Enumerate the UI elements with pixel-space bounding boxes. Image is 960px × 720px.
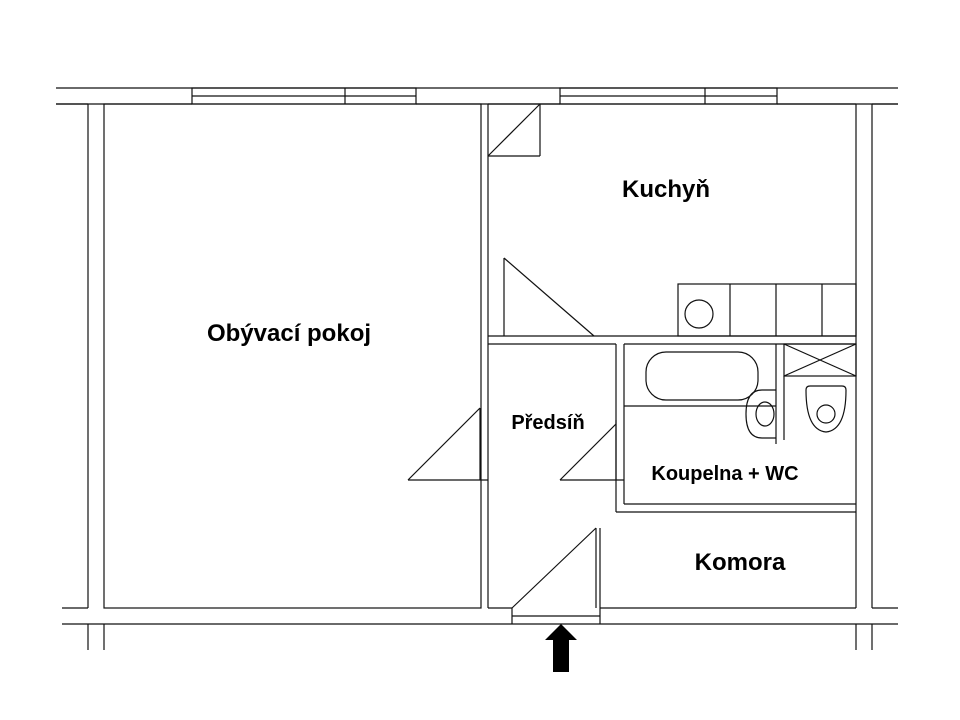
- label-bathroom: Koupelna + WC: [651, 463, 798, 485]
- entrance-arrow-icon: [545, 624, 577, 672]
- door-living-room: [407, 407, 488, 481]
- label-hallway: Předsíň: [511, 412, 584, 434]
- kitchen-counter: [677, 283, 857, 337]
- window-living-room: [191, 87, 417, 105]
- shower-box-icon: [783, 343, 857, 377]
- door-kitchen-corner: [487, 103, 541, 157]
- washbasin-icon: [745, 344, 777, 444]
- toilet-icon: [783, 376, 847, 440]
- label-kitchen: Kuchyň: [622, 176, 710, 203]
- door-bathroom: [559, 420, 624, 481]
- label-storage: Komora: [695, 549, 786, 576]
- living-room: [103, 103, 482, 609]
- window-kitchen: [559, 87, 778, 105]
- bathtub-icon: [645, 351, 759, 401]
- side-wall-left: [56, 103, 89, 609]
- outer-wall-bottom: [62, 623, 898, 650]
- door-kitchen: [503, 257, 595, 337]
- label-living-room: Obývací pokoj: [207, 320, 371, 347]
- door-entrance: [511, 527, 601, 624]
- stove-burner-icon: [684, 299, 714, 329]
- side-wall-right: [871, 103, 898, 609]
